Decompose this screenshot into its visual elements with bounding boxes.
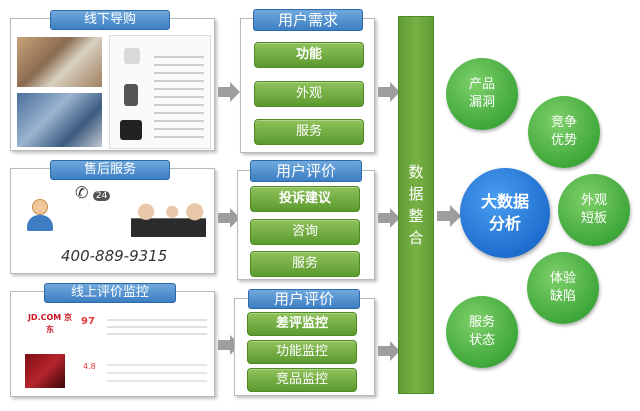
online-panel: JD.COM 京东 97 4.8: [10, 291, 215, 397]
bubble-service-status: 服务 状态: [446, 296, 518, 368]
offline-panel: [10, 18, 215, 151]
hotline-number: 400-889-9315: [61, 247, 168, 265]
needs-item-function: 功能: [254, 42, 364, 68]
bubble-product-flaws: 产品 漏洞: [446, 58, 518, 130]
arrow-review1-to-integration: [378, 208, 400, 228]
review1-item-consulting: 咨询: [250, 219, 360, 245]
review-bars: [107, 314, 207, 338]
review1-item-complaints: 投诉建议: [250, 186, 360, 212]
review2-title: 用户评价: [248, 289, 360, 309]
review2-item-function: 功能监控: [247, 340, 357, 364]
bubble-appearance-weakness: 外观 短板: [558, 174, 630, 246]
review1-item-service: 服务: [250, 251, 360, 277]
review1-title: 用户评价: [250, 160, 362, 182]
jd-logo: JD.COM 京东: [27, 313, 73, 334]
online-title: 线上评价监控: [44, 283, 176, 303]
review-lines: [107, 358, 207, 384]
integration-char-3: 整: [408, 207, 424, 225]
product-list: [109, 35, 211, 149]
product-thumb-1: [124, 48, 140, 64]
rating-score: 4.8: [83, 362, 96, 371]
phone-24h-icon: ✆ 24: [75, 183, 115, 203]
store-photo-bottom: [17, 93, 102, 147]
bubble-competitive-advantage: 竞争 优势: [528, 96, 600, 168]
offline-title: 线下导购: [50, 10, 170, 30]
aftersale-panel: ✆ 24 400-889-9315: [10, 168, 215, 274]
review2-item-competitor: 竞品监控: [247, 368, 357, 392]
integration-char-1: 数: [408, 163, 424, 181]
service-agents-photo: [131, 195, 206, 237]
big-data-analysis-circle: 大数据 分析: [460, 168, 550, 258]
product-thumb-2: [124, 84, 138, 106]
hours-badge: 24: [92, 191, 111, 201]
aftersale-title: 售后服务: [50, 160, 170, 180]
arrow-needs-to-integration: [378, 82, 400, 102]
product-image-red: [25, 354, 65, 388]
product-text-lines: [154, 50, 204, 140]
review2-item-negative: 差评监控: [247, 312, 357, 336]
needs-item-service: 服务: [254, 119, 364, 145]
arrow-review2-to-integration: [378, 341, 400, 361]
user-avatar-icon: [25, 199, 55, 233]
arrow-aftersale-to-review: [218, 208, 240, 228]
data-integration-bar: 数 据 整 合: [398, 16, 434, 394]
product-thumb-3: [120, 120, 142, 140]
integration-char-2: 据: [408, 185, 424, 203]
bubble-experience-defects: 体验 缺陷: [527, 252, 599, 324]
arrow-offline-to-needs: [218, 82, 240, 102]
rating-percent: 97: [81, 316, 95, 327]
arrow-integration-to-analysis: [437, 205, 461, 227]
needs-item-appearance: 外观: [254, 81, 364, 107]
integration-char-4: 合: [408, 229, 424, 247]
needs-title: 用户需求: [253, 9, 363, 31]
store-photo-top: [17, 37, 102, 87]
